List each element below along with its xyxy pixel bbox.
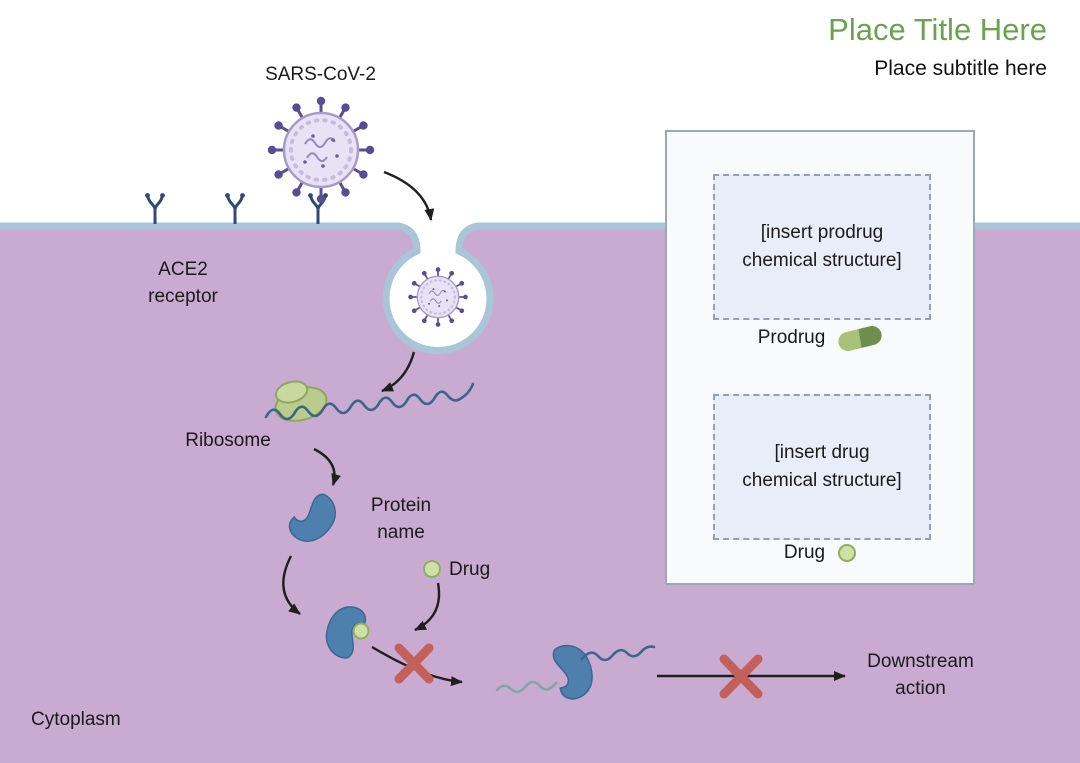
- virus-in-vesicle: [408, 267, 468, 327]
- prodrug-row: Prodrug: [667, 323, 973, 353]
- ribosome-label: Ribosome: [185, 430, 271, 451]
- arrow-drug-to-complex: [414, 582, 441, 632]
- prodrug-placeholder-text: [insert prodrug chemical structure]: [742, 221, 902, 272]
- page-title: Place Title Here: [828, 12, 1047, 47]
- cytoplasm-label: Cytoplasm: [31, 709, 121, 730]
- red-x-icon: [719, 654, 763, 699]
- legend-panel: [insert prodrug chemical structure] Prod…: [665, 130, 975, 585]
- virus-illustration: [268, 97, 374, 203]
- protein-label-line1: Protein: [370, 495, 432, 516]
- arrows: [282, 170, 846, 687]
- ace2-receptors: [143, 191, 330, 226]
- mrna-squiggle: [264, 382, 475, 421]
- red-x-icon: [394, 643, 434, 684]
- ace2-receptor-label: ACE2 receptor: [127, 257, 239, 311]
- protein-name-label: Protein name: [351, 493, 451, 547]
- drug-dot-icon: [838, 544, 857, 562]
- protein-rna-complex: [495, 636, 656, 706]
- arrow-ribosome-to-protein: [313, 447, 341, 486]
- protein-drug-complex: [325, 606, 370, 659]
- prodrug-pill-icon: [836, 323, 884, 353]
- drug-structure-placeholder: [insert drug chemical structure]: [713, 394, 931, 540]
- prodrug-structure-placeholder: [insert prodrug chemical structure]: [713, 174, 931, 320]
- downstream-action-label: Downstream action: [838, 649, 1003, 703]
- cell-membrane: [0, 222, 1080, 355]
- legend-drug-label: Drug: [783, 542, 826, 563]
- bound-drug-dot: [352, 622, 370, 640]
- ace2-label-line1: ACE2: [158, 259, 208, 280]
- downstream-label-line2: action: [895, 677, 946, 699]
- page-subtitle: Place subtitle here: [874, 57, 1047, 80]
- ace2-label-line2: receptor: [148, 285, 218, 307]
- rna-tail-teal: [495, 680, 558, 694]
- prodrug-label: Prodrug: [757, 327, 826, 348]
- rna-tail-blue: [580, 645, 656, 662]
- drug-row: Drug: [667, 542, 973, 564]
- drug-dot: [423, 560, 441, 578]
- drug-label: Drug: [449, 559, 491, 580]
- arrow-virus-entry: [383, 170, 435, 221]
- ace2-receptor-icon: [143, 191, 167, 226]
- downstream-label-line1: Downstream: [867, 651, 974, 672]
- protein-label-line2: name: [377, 521, 425, 543]
- ace2-receptor-icon: [223, 191, 247, 226]
- ribosome-icon: [274, 380, 328, 422]
- arrow-protein-to-complex: [282, 555, 301, 615]
- virus-label: SARS-CoV-2: [265, 64, 376, 85]
- drug-placeholder-text: [insert drug chemical structure]: [742, 441, 902, 492]
- arrow-vesicle-to-ribosome: [381, 351, 416, 393]
- inhibition-marks: [394, 643, 763, 699]
